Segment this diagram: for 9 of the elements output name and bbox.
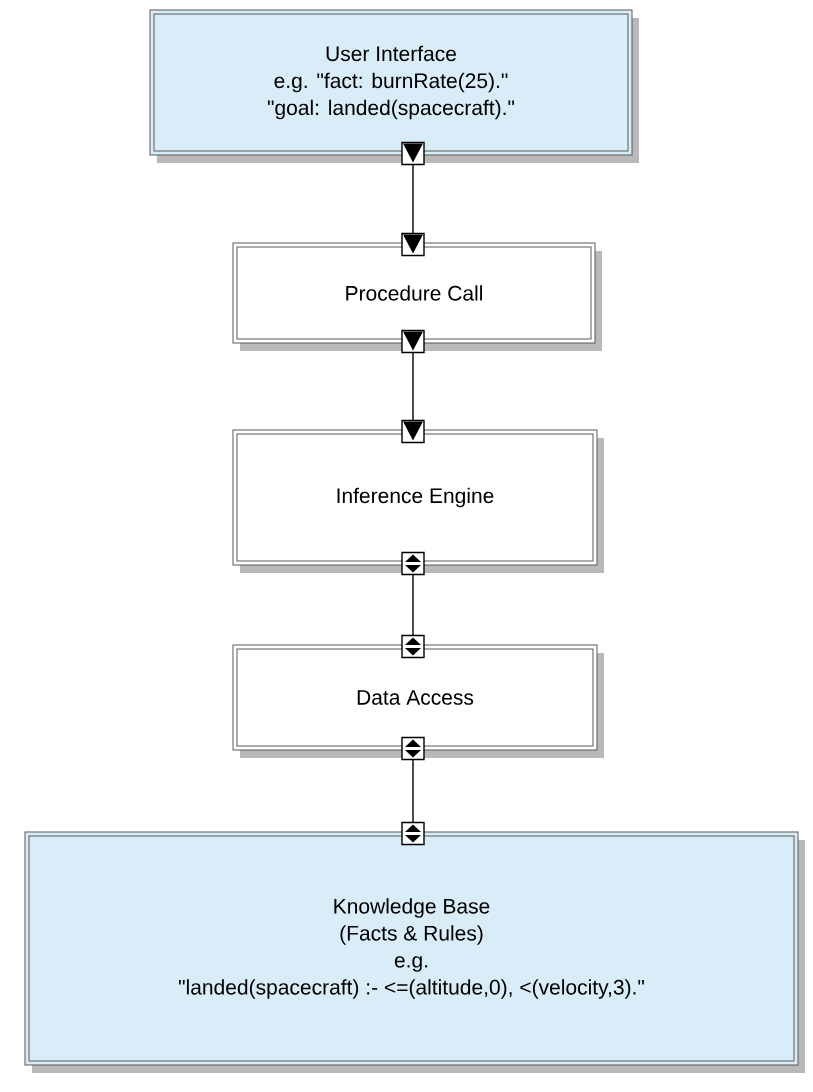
connector xyxy=(401,736,425,846)
process-box: User Interface e.g. "fact: burnRate(25)." "goal: landed(spacecraft)." xyxy=(149,9,639,163)
connector xyxy=(401,329,425,444)
connector xyxy=(401,551,425,659)
process-box: Procedure Call xyxy=(232,242,602,351)
process-box: Knowledge Base (Facts & Rules) e.g. "landed(spacecraft) :- <=(altitude,0), <(velocity,3)." xyxy=(24,831,805,1073)
connector xyxy=(401,141,425,257)
process-box: Inference Engine xyxy=(232,429,604,573)
process-box: Data Access xyxy=(232,644,604,758)
